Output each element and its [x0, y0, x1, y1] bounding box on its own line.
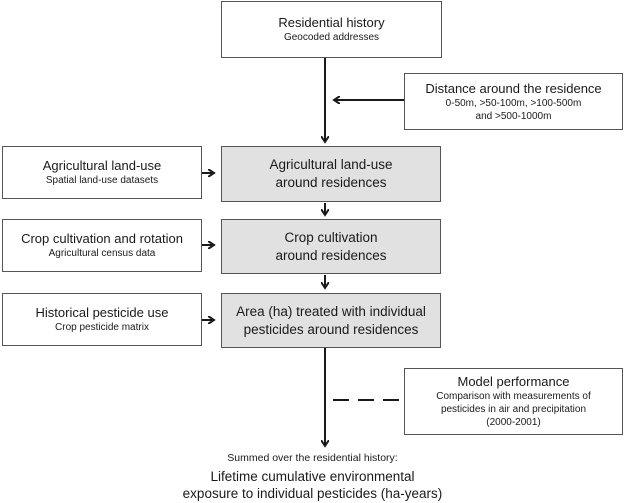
- residential-history-title: Residential history: [278, 15, 385, 30]
- footer-title: Lifetime cumulative environmental exposu…: [182, 469, 443, 501]
- landuse-step-box: Agricultural land-use around residences: [221, 146, 441, 202]
- crop-input-title: Crop cultivation and rotation: [21, 231, 183, 246]
- residential-history-box: Residential history Geocoded addresses: [221, 1, 442, 58]
- pesticide-input-subtitle: Crop pesticide matrix: [55, 322, 149, 333]
- model-performance-box: Model performance Comparison with measur…: [404, 368, 623, 435]
- landuse-input-title: Agricultural land-use: [42, 158, 162, 173]
- model-performance-subtitle: Comparison with measurements of pesticid…: [436, 391, 591, 428]
- pesticide-input-box: Historical pesticide use Crop pesticide …: [2, 293, 202, 346]
- pesticide-step-title: Area (ha) treated with individual pestic…: [236, 303, 426, 337]
- model-performance-title: Model performance: [457, 374, 570, 389]
- distance-box: Distance around the residence 0-50m, >50…: [404, 73, 623, 130]
- crop-step-title: Crop cultivation around residences: [275, 229, 387, 263]
- pesticide-step-box: Area (ha) treated with individual pestic…: [221, 293, 441, 348]
- landuse-input-box: Agricultural land-use Spatial land-use d…: [2, 146, 202, 199]
- residential-history-subtitle: Geocoded addresses: [283, 32, 380, 43]
- landuse-input-subtitle: Spatial land-use datasets: [45, 175, 159, 186]
- footer-subtitle: Summed over the residential history:: [227, 452, 398, 464]
- crop-input-subtitle: Agricultural census data: [48, 248, 156, 259]
- crop-input-box: Crop cultivation and rotation Agricultur…: [2, 219, 202, 272]
- crop-step-box: Crop cultivation around residences: [221, 219, 441, 274]
- landuse-step-title: Agricultural land-use around residences: [269, 157, 393, 190]
- distance-subtitle: 0-50m, >50-100m, >100-500m and >500-1000…: [445, 97, 582, 122]
- pesticide-input-title: Historical pesticide use: [35, 305, 169, 320]
- distance-title: Distance around the residence: [425, 80, 602, 96]
